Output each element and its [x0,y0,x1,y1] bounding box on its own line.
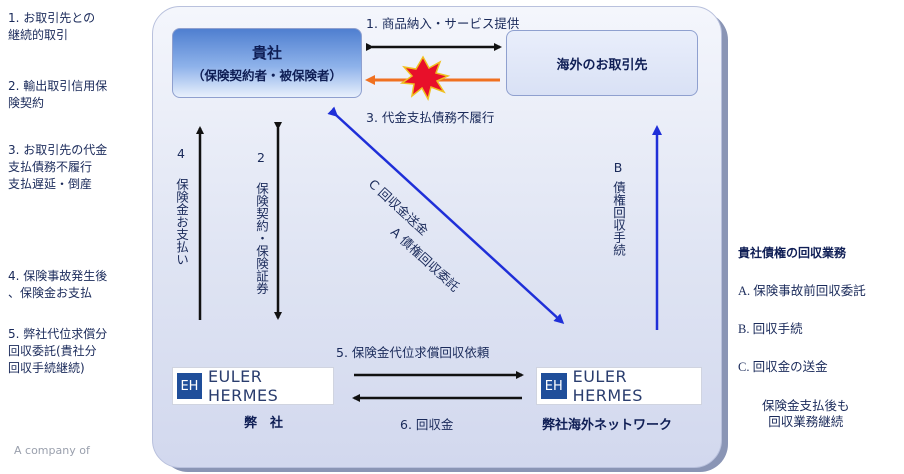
note-5: 5. 弊社代位求償分 回収委託(貴社分 回収手続継続) [8,327,108,375]
contract-number: 2 [257,150,265,165]
client-title: 貴社 [251,44,282,62]
logo-mark-icon: EH [541,373,567,399]
payout-label: 保険金お支払い [174,178,189,266]
euler-hermes-logo-left: EH EULER HERMES [172,367,334,405]
client-box: 貴社 （保険契約者・被保険者） [172,28,362,98]
note-2: 2. 輸出取引信用保 険契約 [8,79,108,110]
flow-label-request: 5. 保険金代位求償回収依頼 [336,345,490,360]
right-note: 保険金支払後も 回収業務継続 [762,398,850,429]
footer-tag: A company of [14,444,90,457]
label-our-company: 弊 社 [244,416,284,431]
b-label: 債権回収手続 [611,181,626,256]
flow-label-supply: 1. 商品納入・サービス提供 [366,16,520,31]
default-burst-icon [399,55,451,102]
client-role: （保険契約者・被保険者） [191,68,342,83]
b-letter: B [613,160,623,175]
note-3: 3. お取引先の代金 支払債務不履行 支払遅延・倒産 [8,143,108,191]
contract-label: 保険契約・保険証券 [254,182,269,295]
flow-label-default: 3. 代金支払債務不履行 [366,110,495,125]
logo-name: EULER HERMES [207,367,279,405]
logo-mark-icon: EH [177,373,202,399]
right-item-b: B. 回収手続 [738,322,803,336]
right-item-a: A. 保険事故前回収委託 [738,284,866,298]
label-overseas-network: 弊社海外ネットワーク [542,418,673,433]
flow-arrow-diagonal [327,106,565,325]
payout-number: 4 [177,146,185,161]
foreign-partner-box: 海外のお取引先 [506,30,698,96]
flow-label-collected: 6. 回収金 [400,417,454,432]
note-4: 4. 保険事故発生後 、保険金お支払 [8,269,108,300]
right-title: 貴社債権の回収業務 [738,246,847,260]
euler-hermes-logo-right: EH EULER HERMES [536,367,702,405]
logo-name: EULER HERMES [572,367,643,405]
note-1: 1. お取引先との 継続的取引 [8,11,96,42]
right-item-c: C. 回収金の送金 [738,360,828,374]
foreign-partner-label: 海外のお取引先 [556,57,648,73]
